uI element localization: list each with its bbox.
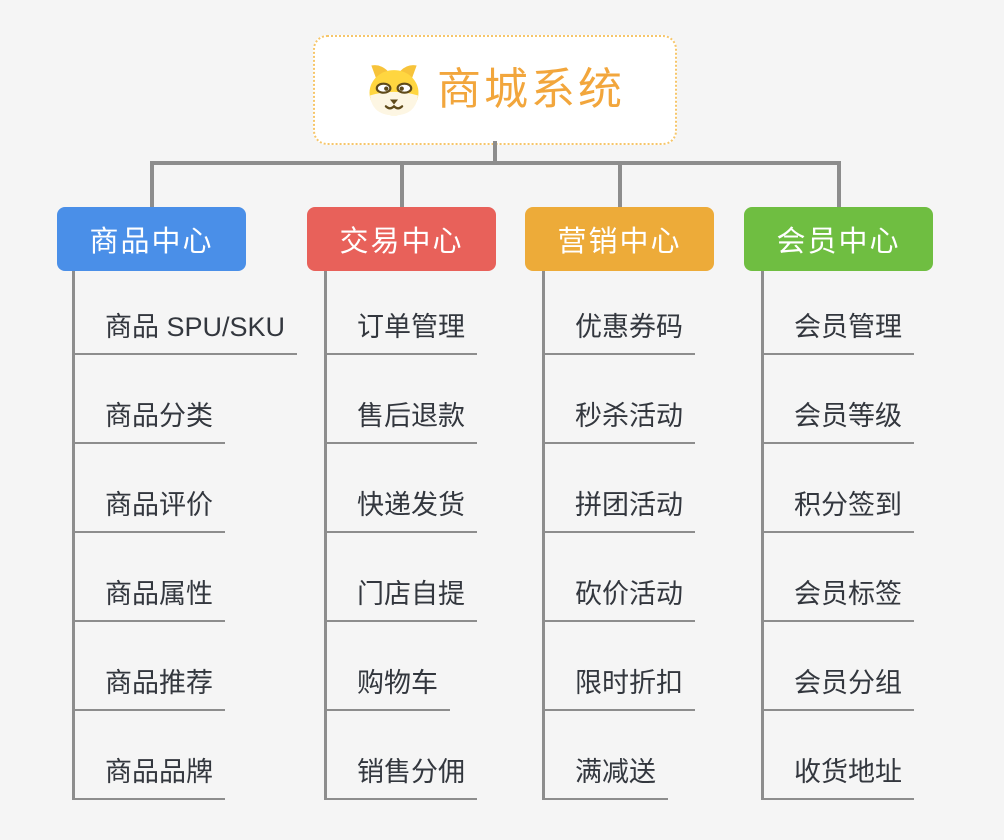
leaf-node[interactable]: 会员标签 — [764, 578, 914, 622]
root-title: 商城系统 — [437, 65, 625, 114]
branch-node-product-center[interactable]: 商品中心 — [57, 207, 246, 271]
branch-column-member-center: 会员管理 会员等级 积分签到 会员标签 会员分组 收货地址 — [761, 271, 991, 800]
leaf-node[interactable]: 商品属性 — [75, 578, 225, 622]
root-node[interactable]: 商城系统 — [313, 35, 677, 145]
leaf-node[interactable]: 优惠券码 — [545, 311, 695, 355]
branch-label: 营销中心 — [557, 226, 682, 258]
leaf-node[interactable]: 商品推荐 — [75, 667, 225, 711]
leaf-node[interactable]: 拼团活动 — [545, 489, 695, 533]
leaf-node[interactable]: 快递发货 — [327, 489, 477, 533]
connector-main-rail — [150, 161, 841, 165]
connector-drop-marketing — [618, 161, 622, 207]
leaf-node[interactable]: 销售分佣 — [327, 756, 477, 800]
branch-label: 商品中心 — [89, 226, 214, 258]
leaf-node[interactable]: 积分签到 — [764, 489, 914, 533]
leaf-node[interactable]: 商品 SPU/SKU — [75, 311, 298, 355]
connector-drop-member — [837, 161, 841, 207]
branch-column-marketing-center: 优惠券码 秒杀活动 拼团活动 砍价活动 限时折扣 满减送 — [542, 271, 772, 800]
leaf-node[interactable]: 满减送 — [545, 756, 668, 800]
leaf-node[interactable]: 订单管理 — [327, 311, 477, 355]
branch-label: 会员中心 — [776, 226, 901, 258]
leaf-node[interactable]: 会员管理 — [764, 311, 914, 355]
branch-column-trade-center: 订单管理 售后退款 快递发货 门店自提 购物车 销售分佣 — [324, 271, 554, 800]
leaf-node[interactable]: 会员分组 — [764, 667, 914, 711]
leaf-node[interactable]: 商品分类 — [75, 400, 225, 444]
leaf-node[interactable]: 商品品牌 — [75, 756, 225, 800]
leaf-node[interactable]: 购物车 — [327, 667, 450, 711]
branch-node-trade-center[interactable]: 交易中心 — [307, 207, 496, 271]
dog-face-icon — [369, 65, 419, 116]
leaf-node[interactable]: 收货地址 — [764, 756, 914, 800]
branch-node-member-center[interactable]: 会员中心 — [744, 207, 933, 271]
leaf-node[interactable]: 售后退款 — [327, 400, 477, 444]
leaf-node[interactable]: 限时折扣 — [545, 667, 695, 711]
branch-label: 交易中心 — [339, 226, 464, 258]
connector-drop-product — [150, 161, 154, 207]
leaf-node[interactable]: 会员等级 — [764, 400, 914, 444]
leaf-node[interactable]: 砍价活动 — [545, 578, 695, 622]
leaf-node[interactable]: 门店自提 — [327, 578, 477, 622]
leaf-node[interactable]: 商品评价 — [75, 489, 225, 533]
connector-root-stub — [493, 141, 497, 163]
branch-node-marketing-center[interactable]: 营销中心 — [525, 207, 714, 271]
leaf-node[interactable]: 秒杀活动 — [545, 400, 695, 444]
branch-column-product-center: 商品 SPU/SKU 商品分类 商品评价 商品属性 商品推荐 商品品牌 — [72, 271, 302, 800]
connector-drop-trade — [400, 161, 404, 207]
